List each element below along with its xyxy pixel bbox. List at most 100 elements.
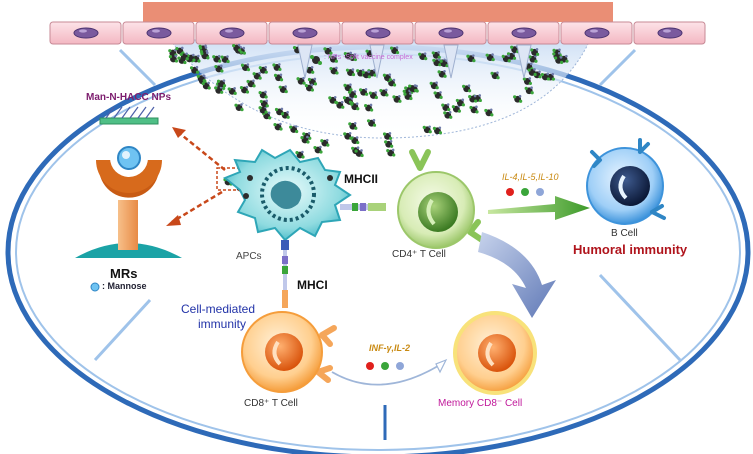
apc-dendritic-cell: [223, 148, 352, 242]
epithelial-cell: [195, 21, 268, 45]
np-complex: [179, 52, 189, 61]
complex-legend-label: : NPs -Split vaccine complex: [324, 54, 413, 61]
np-complex: [403, 92, 413, 101]
np-complex: [466, 54, 476, 63]
mannose-receptor: [75, 146, 182, 258]
np-complex: [379, 88, 389, 97]
np-complex: [392, 95, 402, 103]
cytokine-dots-b: [506, 188, 544, 196]
np-complex: [529, 48, 540, 56]
np-complex: [273, 73, 284, 82]
np-complex: [354, 149, 364, 158]
mhci-link: [281, 240, 289, 308]
np-complex: [364, 103, 374, 112]
epithelial-cell: [341, 21, 414, 45]
uptake-arrowhead-up: [172, 127, 186, 138]
mannose-legend-label: : Mannose: [102, 281, 147, 291]
np-complex: [359, 87, 369, 96]
np-complex: [490, 71, 500, 80]
np-complex: [259, 99, 269, 108]
np-complex: [522, 77, 532, 86]
uptake-arrowhead-down: [166, 215, 181, 226]
np-complex: [289, 125, 299, 134]
apcs-label: APCs: [236, 251, 262, 262]
np-complex: [295, 150, 305, 159]
np-complex: [429, 81, 439, 90]
np-complex: [347, 90, 358, 99]
cytokine-dot: [381, 362, 389, 370]
mannose-legend-glyph: [90, 282, 100, 292]
np-complex: [350, 136, 360, 145]
cytokine-dot: [536, 188, 544, 196]
cytokine-dot: [506, 188, 514, 196]
np-complex: [348, 121, 358, 130]
np-complex: [485, 53, 495, 62]
bcell-label: B Cell: [611, 228, 638, 239]
epithelium-top-band: [143, 2, 613, 22]
np-complex: [200, 51, 210, 60]
np-complex: [329, 66, 339, 75]
np-complex: [431, 51, 441, 59]
mhcii-link: [340, 203, 386, 211]
complex-legend-glyph: [310, 55, 322, 65]
np-complex: [328, 95, 338, 104]
cd4-t-cell: [397, 149, 485, 249]
np-complex: [186, 53, 196, 62]
np-complex: [384, 139, 394, 148]
np-complex: [323, 46, 333, 55]
np-complex: [246, 79, 256, 88]
np-complex: [462, 84, 472, 93]
cytokines-memory-label: INF-γ,IL-2: [369, 343, 411, 353]
epithelial-cell: [122, 21, 195, 45]
np-complex: [418, 52, 428, 61]
uptake-arrows: [171, 131, 226, 224]
mrs-label: MRs: [110, 266, 138, 281]
np-complex: [232, 43, 242, 52]
np-complex: [441, 103, 451, 112]
np-complex: [343, 51, 353, 60]
np-complex: [300, 135, 310, 144]
np-complex: [305, 65, 315, 74]
arrow-to-memory: [478, 232, 556, 318]
np-complex: [320, 138, 330, 147]
cytokine-dot: [396, 362, 404, 370]
np-complex: [196, 74, 206, 83]
np-complex: [212, 54, 222, 63]
np-complex: [274, 107, 285, 116]
transcytosis-channels: [297, 44, 532, 79]
np-complex: [343, 83, 353, 92]
cytokine-dots-memory: [366, 362, 404, 370]
man-n-hacc-np-rod: [99, 106, 159, 125]
np-complex: [455, 98, 465, 107]
np-complex: [432, 126, 443, 135]
np-complex: [296, 76, 306, 85]
np-complex: [524, 86, 534, 95]
epithelial-cell: [414, 21, 487, 45]
epithelial-cell: [560, 21, 633, 45]
np-vaccine-complexes: [168, 43, 569, 192]
np-complex: [201, 81, 211, 90]
cell-mediated-label: Cell-mediated: [181, 302, 256, 316]
np-complex: [382, 132, 393, 140]
np-complex: [304, 83, 314, 92]
cd8-label: CD8⁺ T Cell: [244, 398, 298, 409]
np-complex: [220, 55, 230, 64]
immunity-label: immunity: [198, 317, 247, 331]
mhci-label: MHCI: [297, 278, 328, 292]
np-complex: [389, 46, 400, 55]
epithelial-cell: [487, 21, 560, 45]
cytokine-dot: [366, 362, 374, 370]
np-complex: [234, 103, 244, 112]
np-complex: [528, 54, 538, 63]
np-complex: [468, 94, 478, 103]
np-complex: [313, 145, 323, 154]
memory-cd8-label: Memory CD8⁻ Cell: [438, 398, 523, 409]
np-complex: [278, 85, 288, 94]
arrow-cd8-to-memory: [331, 358, 448, 386]
np-complex: [540, 72, 550, 81]
np-complex: [252, 71, 262, 80]
np-complex: [175, 46, 185, 55]
np-complex: [368, 91, 379, 100]
